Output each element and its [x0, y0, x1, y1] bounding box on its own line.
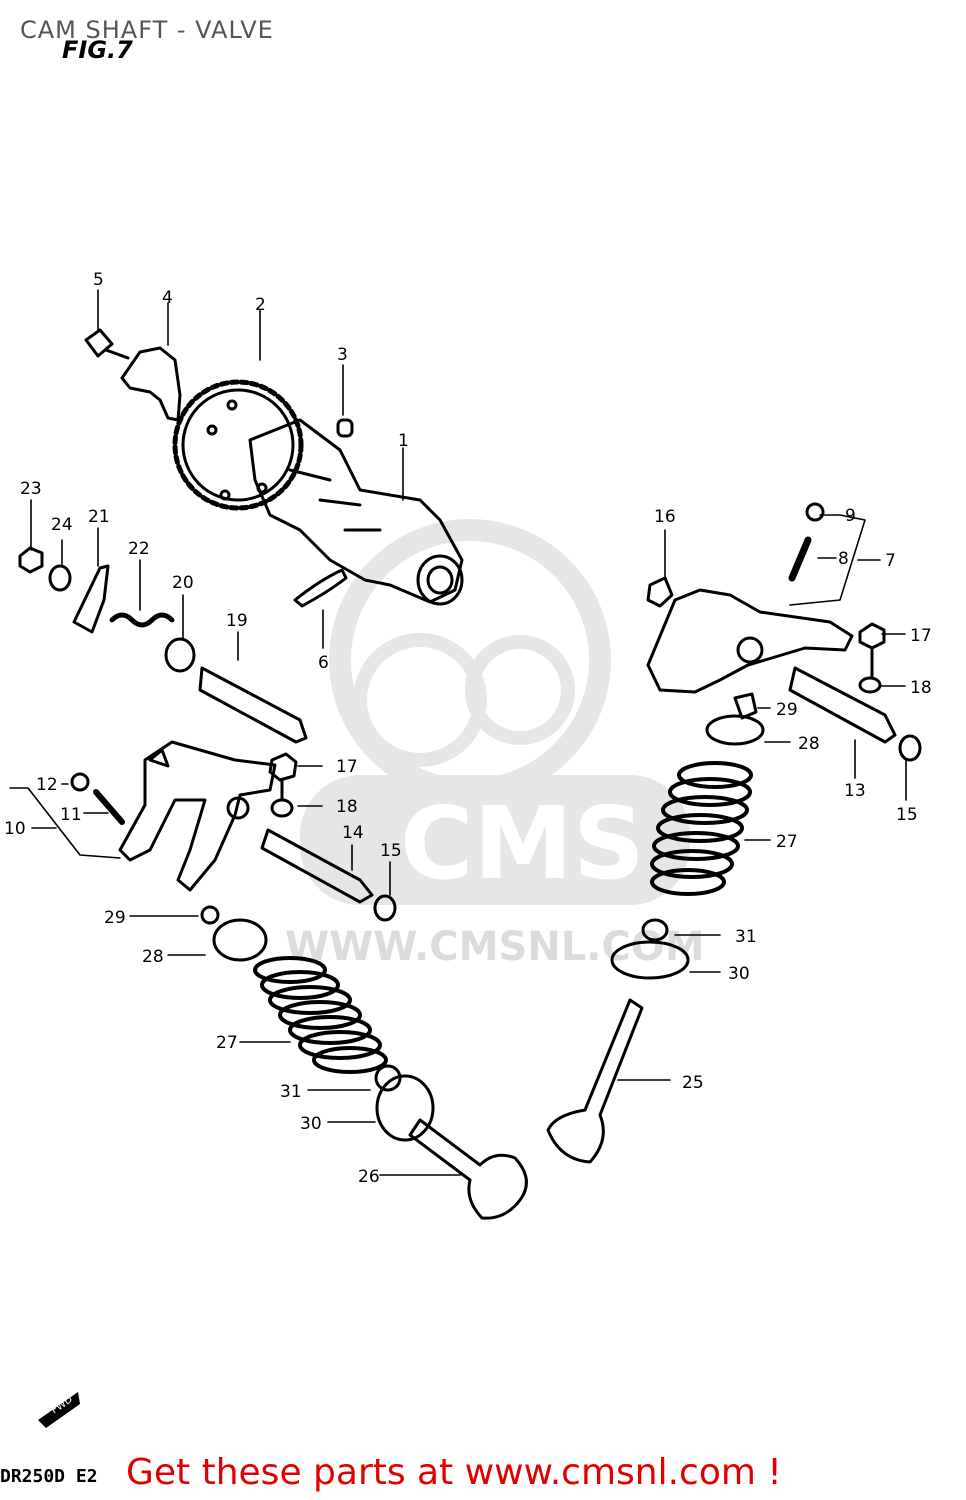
cotter-29-right	[733, 692, 758, 720]
callout-29-left: 29	[104, 908, 126, 928]
callout-15-right: 15	[896, 805, 918, 825]
callout-1: 1	[398, 431, 409, 451]
callout-10: 10	[4, 819, 26, 839]
cotter-29-left	[200, 905, 220, 925]
nut-23	[18, 546, 44, 574]
callout-8: 8	[838, 549, 849, 569]
watermark-brand: CMS	[400, 785, 645, 902]
callout-6: 6	[318, 653, 329, 673]
washer-24	[48, 564, 72, 592]
shaft-19	[198, 666, 308, 744]
washer-20	[164, 637, 196, 673]
callout-28-right: 28	[798, 734, 820, 754]
callout-18-right: 18	[910, 678, 932, 698]
callout-31-left: 31	[280, 1082, 302, 1102]
callout-21: 21	[88, 507, 110, 527]
cam-sprocket	[172, 379, 304, 511]
callout-31-right: 31	[735, 927, 757, 947]
callout-15-left: 15	[380, 841, 402, 861]
callout-5: 5	[93, 270, 104, 290]
washer-18-left	[270, 798, 294, 818]
dowel-pin	[336, 418, 354, 438]
callout-27-left: 27	[216, 1033, 238, 1053]
callout-25: 25	[682, 1073, 704, 1093]
o-ring-15-right	[898, 734, 922, 762]
callout-22: 22	[128, 539, 150, 559]
seal-31-right	[641, 918, 669, 942]
screw-8	[788, 536, 812, 582]
callout-28-left: 28	[142, 947, 164, 967]
adjust-screw-11	[93, 789, 125, 825]
callout-30-right: 30	[728, 964, 750, 984]
bracket-4	[120, 346, 182, 422]
camshaft	[248, 418, 464, 606]
callout-11: 11	[60, 805, 82, 825]
callout-24: 24	[51, 515, 73, 535]
callout-26: 26	[358, 1167, 380, 1187]
rocker-arm-left	[118, 740, 277, 892]
valve-spring-27-right	[650, 761, 753, 896]
nut-12	[70, 772, 90, 792]
bolt-17-left	[268, 752, 298, 802]
parts-link[interactable]: Get these parts at www.cmsnl.com !	[126, 1452, 782, 1493]
figure-label: FIG.7	[62, 36, 133, 64]
callout-14: 14	[342, 823, 364, 843]
callout-29-right: 29	[776, 700, 798, 720]
valve-26	[408, 1118, 528, 1220]
callout-17-left: 17	[336, 757, 358, 777]
valve-25	[546, 998, 644, 1164]
callout-17-right: 17	[910, 626, 932, 646]
seat-30-right	[610, 940, 690, 980]
callout-9: 9	[845, 506, 856, 526]
nut-9	[805, 502, 825, 522]
rocker-shaft-13	[788, 666, 897, 744]
model-code: DR250D E2	[0, 1466, 98, 1487]
bolt-5	[84, 328, 130, 360]
callout-19: 19	[226, 611, 248, 631]
seat-30-left	[375, 1074, 435, 1142]
callout-16: 16	[654, 507, 676, 527]
retainer-28-left	[212, 918, 268, 962]
nut-16	[646, 576, 674, 608]
page-title: CAM SHAFT - VALVE	[20, 16, 274, 44]
callout-30-left: 30	[300, 1114, 322, 1134]
spring-22	[109, 612, 175, 628]
leader-lines	[9, 289, 907, 1176]
callout-27-right: 27	[776, 832, 798, 852]
callout-18-left: 18	[336, 797, 358, 817]
rocker-arm-right	[646, 588, 854, 694]
callout-4: 4	[162, 288, 173, 308]
bolt-17-right	[858, 622, 886, 678]
callout-labels: 1 2 3 4 5 6 7 8 9 10 11 12 13 14 15 15 1…	[4, 270, 932, 1187]
cam-clip-6	[293, 568, 348, 608]
forward-arrow-icon: FWD	[38, 1392, 80, 1428]
seal-31-left	[374, 1064, 402, 1092]
retainer-28-right	[705, 714, 765, 746]
callout-7: 7	[885, 551, 896, 571]
watermark: CMS WWW.CMSNL.COM	[285, 519, 705, 970]
callout-23: 23	[20, 479, 42, 499]
callout-13: 13	[844, 781, 866, 801]
o-ring-15-left	[373, 894, 397, 922]
rocker-shaft-14	[260, 828, 374, 904]
plate-21	[72, 564, 110, 634]
callout-20: 20	[172, 573, 194, 593]
callout-12: 12	[36, 775, 58, 795]
washer-18-right	[858, 676, 882, 694]
watermark-url: WWW.CMSNL.COM	[285, 924, 705, 970]
callout-3: 3	[337, 345, 348, 365]
callout-2: 2	[255, 295, 266, 315]
valve-spring-27-left	[253, 956, 388, 1074]
